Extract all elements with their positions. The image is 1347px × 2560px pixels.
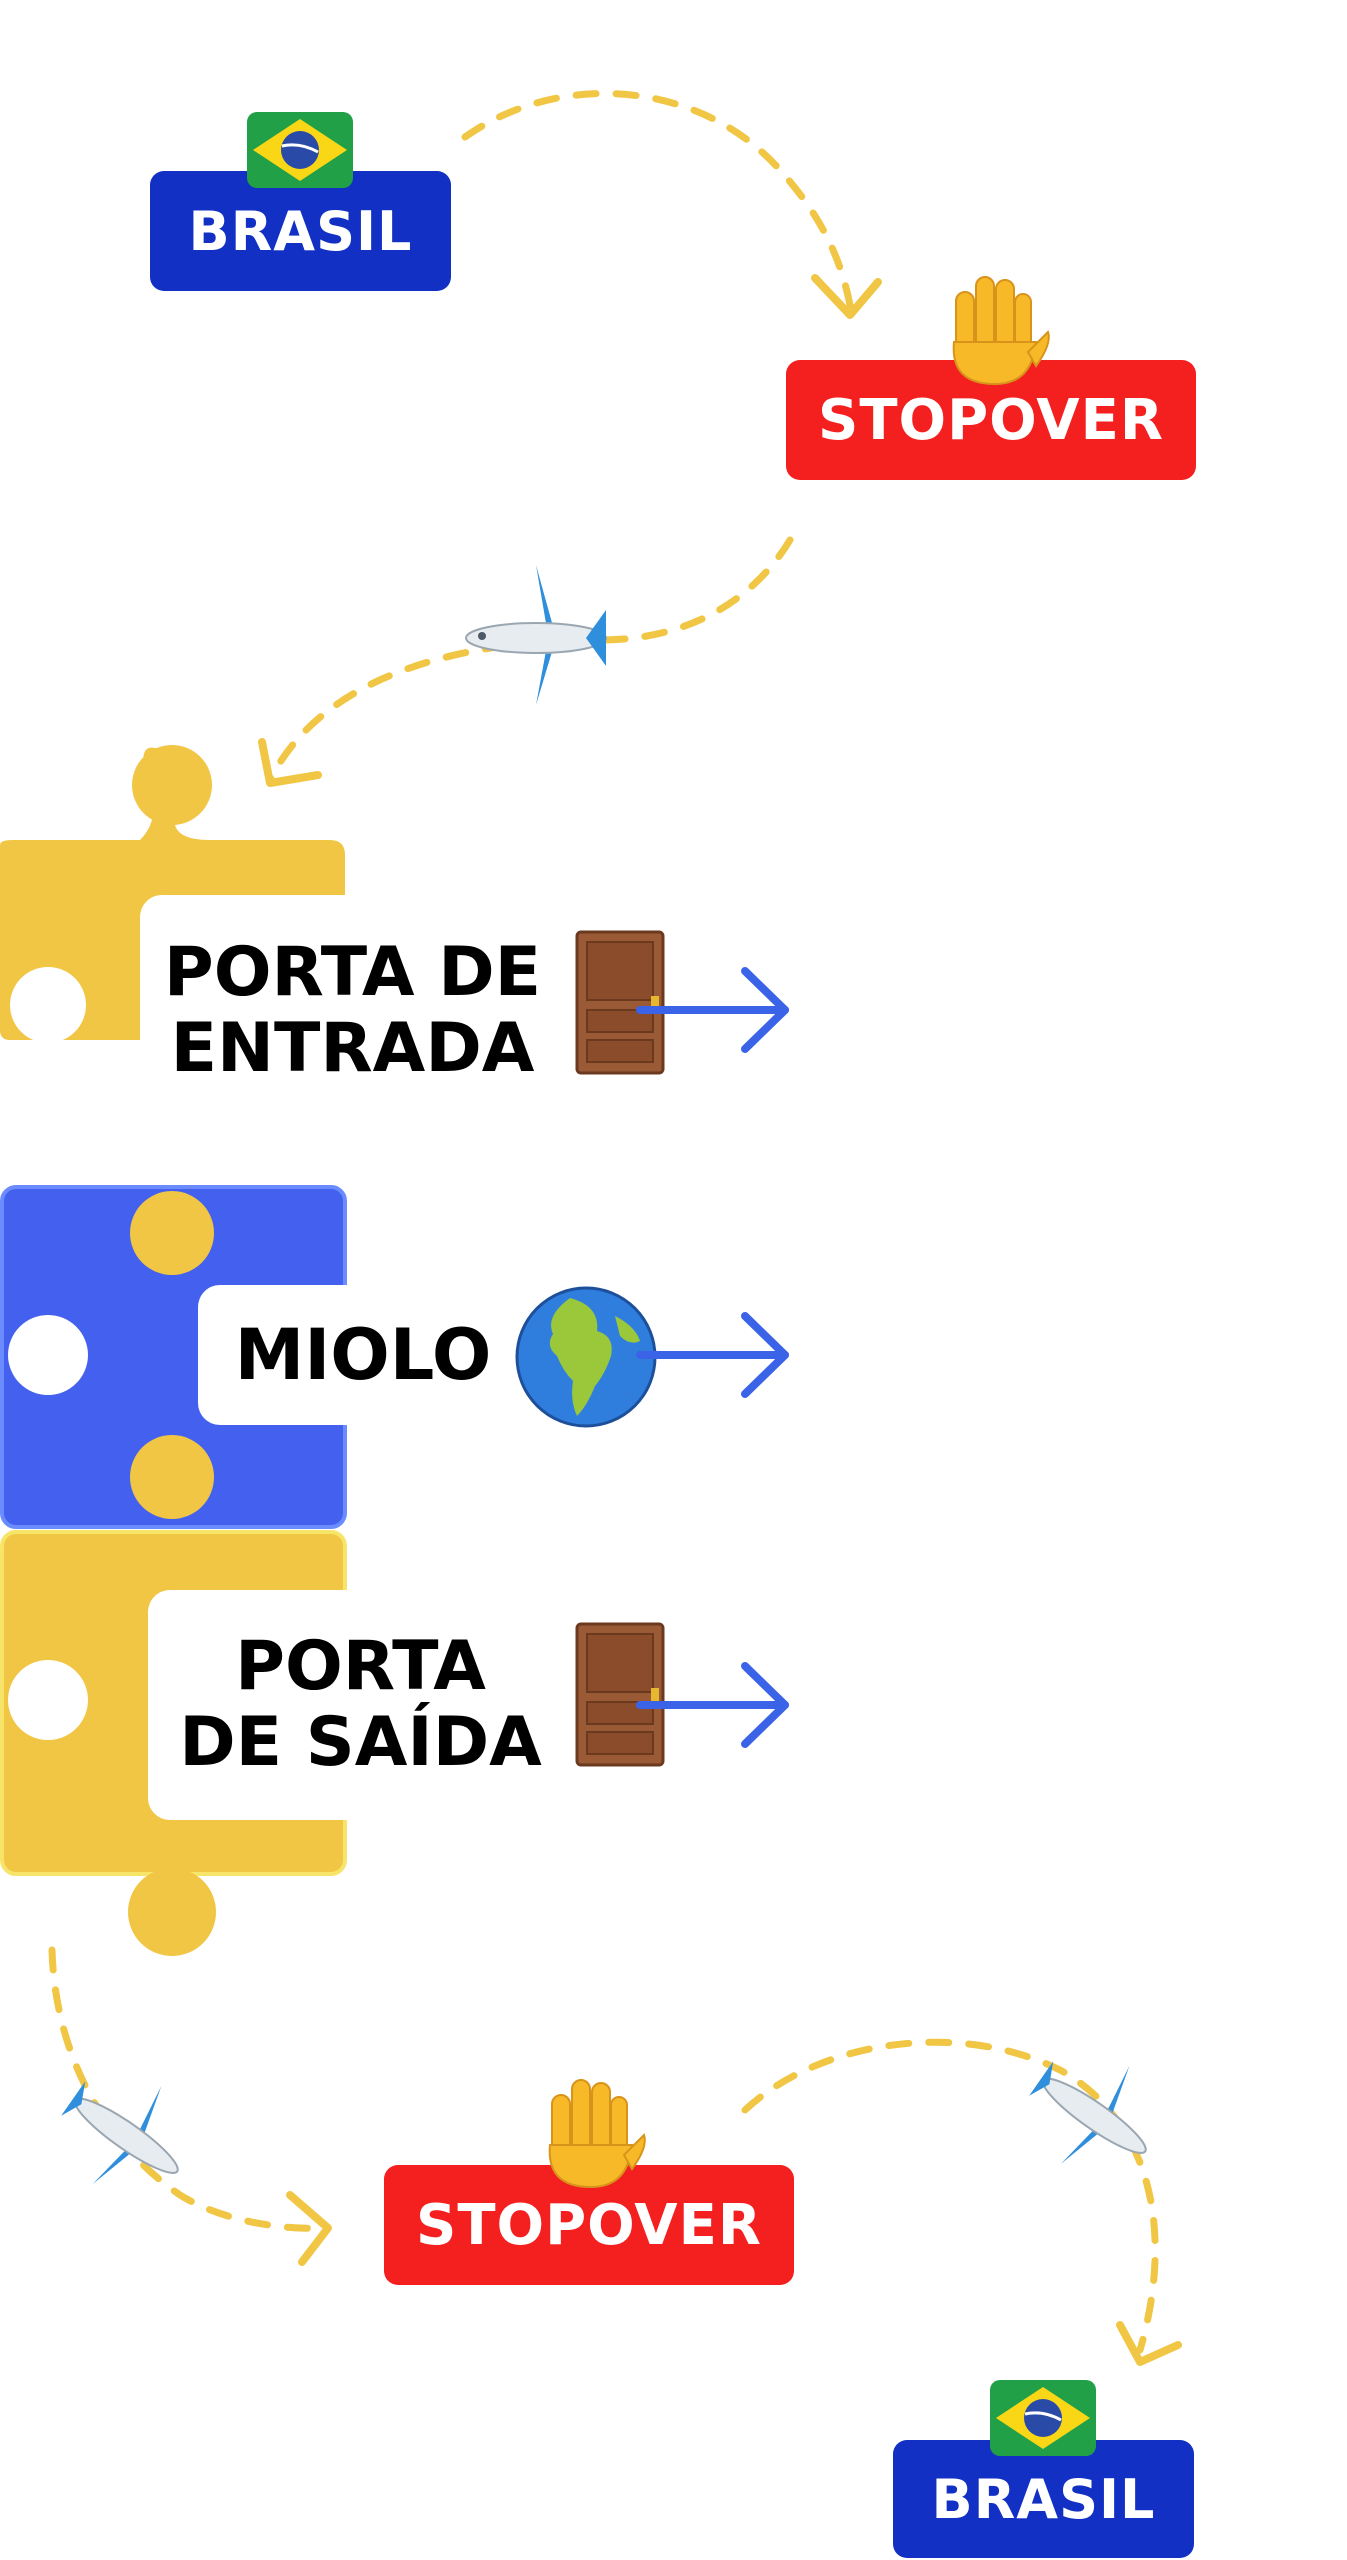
entrada-label-line2: ENTRADA <box>170 1009 535 1088</box>
globe-icon <box>515 1286 657 1428</box>
arrow-right-icon <box>636 1662 789 1748</box>
raised-hand-icon <box>548 2079 646 2189</box>
arrow-right-icon <box>636 1312 789 1398</box>
raised-hand-icon <box>952 276 1050 386</box>
miolo-label: MIOLO <box>234 1313 492 1396</box>
airplane-icon <box>1029 2061 1147 2165</box>
door-icon <box>575 930 665 1075</box>
airplane-icon <box>61 2081 179 2185</box>
brasil-start-label: BRASIL <box>188 199 413 263</box>
brazil-flag-icon <box>247 112 353 188</box>
path-brasil-to-stopover <box>461 90 854 309</box>
brasil-end-badge: BRASIL <box>893 2440 1194 2558</box>
path-stopover-to-brasil <box>741 2038 1159 2354</box>
brazil-flag-icon <box>990 2380 1096 2456</box>
stopover-1-label: STOPOVER <box>818 387 1164 453</box>
puzzle-piece-miolo <box>0 1185 347 1529</box>
arrowhead-4 <box>1116 2321 1182 2366</box>
entrada-label-box: PORTA DE ENTRADA <box>140 895 565 1127</box>
airplane-icon <box>465 565 607 705</box>
arrowhead-2 <box>258 738 322 787</box>
arrow-right-icon <box>636 967 789 1053</box>
saida-label-line2: DE SAÍDA <box>179 1703 542 1782</box>
miolo-label-box: MIOLO <box>198 1285 528 1425</box>
brasil-start-badge: BRASIL <box>150 171 451 291</box>
brasil-end-label: BRASIL <box>931 2467 1156 2531</box>
stopover-badge-2: STOPOVER <box>384 2165 794 2285</box>
arrowhead-1 <box>811 274 882 319</box>
entrada-label-line1: PORTA DE <box>163 932 542 1012</box>
path-puzzle-to-stopover <box>48 1946 324 2232</box>
stopover-2-label: STOPOVER <box>416 2192 762 2258</box>
saida-label-line1: PORTA <box>235 1626 486 1706</box>
saida-label-box: PORTA DE SAÍDA <box>148 1590 573 1820</box>
arrowhead-3 <box>286 2191 332 2266</box>
door-icon <box>575 1622 665 1767</box>
